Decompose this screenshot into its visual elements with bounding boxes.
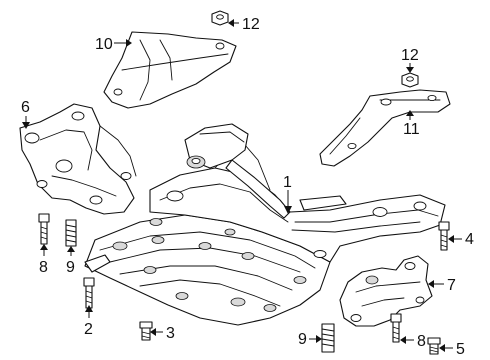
callout-2-label: 2 [84,321,93,338]
callout-5-label: 5 [456,341,465,358]
callout-5: 5 [439,341,465,358]
subframe-assembly [84,123,446,326]
stud-9-right [321,323,335,353]
heat-shield-upper [103,31,237,109]
callout-12-right: 12 [401,47,419,73]
bolt-8-left [38,213,50,245]
bolt-2 [83,277,95,309]
callout-8-right: 8 [400,333,426,350]
callout-10-label: 10 [95,36,113,53]
callout-8-left-label: 8 [39,259,48,276]
stud-9-left [65,219,77,247]
callout-6-label: 6 [21,99,30,116]
bolt-4 [438,221,450,251]
bolt-8-right [390,313,402,343]
callout-3-label: 3 [166,325,175,342]
callout-9-left-label: 9 [66,259,75,276]
callout-4: 4 [448,231,474,248]
bolt-3 [139,321,153,341]
nut-12-top [211,10,229,26]
callout-9-right-label: 9 [298,331,307,348]
callout-1-label: 1 [283,174,292,191]
right-bracket [319,89,451,167]
brace-arm [225,159,291,219]
callout-7: 7 [428,277,456,294]
knuckle-bracket [19,103,137,215]
callout-8-left: 8 [39,244,48,276]
engine-mount-bracket [339,255,433,327]
callout-10: 10 [95,36,132,53]
callout-9-left: 9 [66,246,75,276]
callout-11: 11 [403,110,420,138]
callout-12-top-label: 12 [242,16,260,33]
callout-7-label: 7 [447,277,456,294]
callout-12-right-label: 12 [401,47,419,64]
callout-1: 1 [283,174,292,214]
callout-2: 2 [84,305,93,338]
callout-9-right: 9 [298,331,322,348]
callout-3: 3 [150,325,175,342]
callout-12-top: 12 [228,16,260,33]
nut-12-right [401,72,419,88]
bolt-5 [427,337,441,355]
callout-4-label: 4 [465,231,474,248]
callout-6: 6 [21,99,30,129]
callout-8-right-label: 8 [417,333,426,350]
callout-11-label: 11 [403,121,420,138]
